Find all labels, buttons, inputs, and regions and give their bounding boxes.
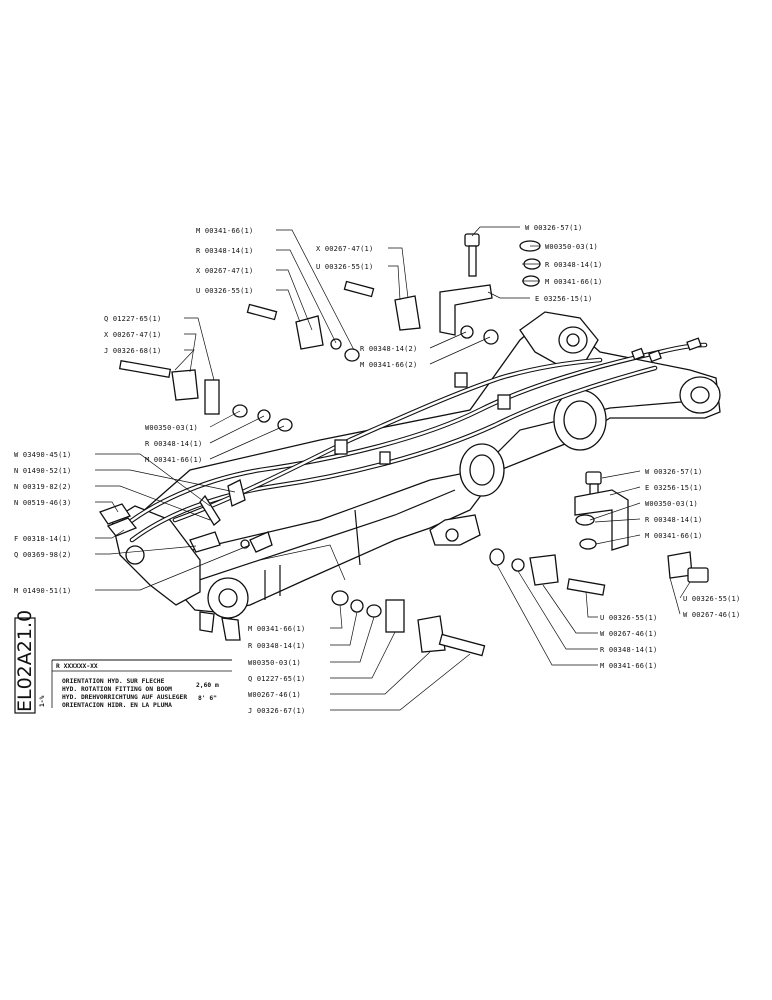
callout: M 00341-66(1): [545, 278, 602, 286]
callout: N 00319-82(2): [14, 483, 71, 491]
title-line-en: HYD. ROTATION FITTING ON BOOM: [62, 686, 172, 693]
callout: J 00326-68(1): [104, 347, 161, 355]
callout: U 00326-55(1): [316, 263, 373, 271]
callout: N 00519-46(3): [14, 499, 71, 507]
callout: X 00267-47(1): [196, 267, 253, 275]
callout: M 00341-66(2): [360, 361, 417, 369]
callout: M 01490-51(1): [14, 587, 71, 595]
callout: R 00348-14(1): [645, 516, 702, 524]
callout: W00350-03(1): [545, 243, 598, 251]
callout: M 00341-66(1): [248, 625, 305, 633]
callout: W 00326-57(1): [525, 224, 582, 232]
callout: X 00267-47(1): [104, 331, 161, 339]
callout: M 00341-66(1): [645, 532, 702, 540]
callout: R 00348-14(1): [248, 642, 305, 650]
hydraulic-hoses: [99, 337, 708, 553]
title-line-de: HYD. DREHVORRICHTUNG AUF AUSLEGER: [62, 694, 187, 701]
callout: W00350-03(1): [645, 500, 698, 508]
drawing-reference: EL02A21.0: [14, 610, 36, 712]
callout: R 00348-14(1): [196, 247, 253, 255]
callout: W 00267-46(1): [600, 630, 657, 638]
callout: U 00326-55(1): [196, 287, 253, 295]
callout: W 00267-46(1): [683, 611, 740, 619]
drawing-scale: 1-%: [39, 695, 46, 707]
callout: R 00348-14(2): [360, 345, 417, 353]
leader-lines: [95, 226, 691, 711]
callout: M 00341-66(1): [145, 456, 202, 464]
callout: W00350-03(1): [248, 659, 301, 667]
callout: U 00326-55(1): [600, 614, 657, 622]
exploded-hardware: [118, 233, 709, 657]
callout: E 03256-15(1): [535, 295, 592, 303]
callout: R 00348-14(1): [145, 440, 202, 448]
callout: M 00341-66(1): [600, 662, 657, 670]
callout: W 03490-45(1): [14, 451, 71, 459]
callout: M 00341-66(1): [196, 227, 253, 235]
drawing-code: R XXXXXX-XX: [56, 663, 98, 670]
callout: Q 00369-98(2): [14, 551, 71, 559]
callout: Q 01227-65(1): [248, 675, 305, 683]
callout: R 00348-14(1): [600, 646, 657, 654]
callout: W00267-46(1): [248, 691, 301, 699]
callout: Q 01227-65(1): [104, 315, 161, 323]
callout: F 00318-14(1): [14, 535, 71, 543]
title-line-fr: ORIENTATION HYD. SUR FLECHE: [62, 678, 165, 685]
callout: E 03256-15(1): [645, 484, 702, 492]
callout: W 00326-57(1): [645, 468, 702, 476]
callout: J 00326-67(1): [248, 707, 305, 715]
callout: N 01490-52(1): [14, 467, 71, 475]
callout: R 00348-14(1): [545, 261, 602, 269]
callout: W00350-03(1): [145, 424, 198, 432]
size-imperial: 8' 6": [198, 695, 217, 702]
callout: U 00326-55(1): [683, 595, 740, 603]
callout: X 00267-47(1): [316, 245, 373, 253]
size-metric: 2,60 m: [196, 682, 219, 689]
title-line-es: ORIENTACION HIDR. EN LA PLUMA: [62, 702, 172, 709]
title-block: EL02A21.0 1-% R XXXXXX-XX ORIENTATION HY…: [14, 610, 232, 714]
callout-labels: M 00341-66(1) R 00348-14(1) X 00267-47(1…: [14, 224, 740, 715]
